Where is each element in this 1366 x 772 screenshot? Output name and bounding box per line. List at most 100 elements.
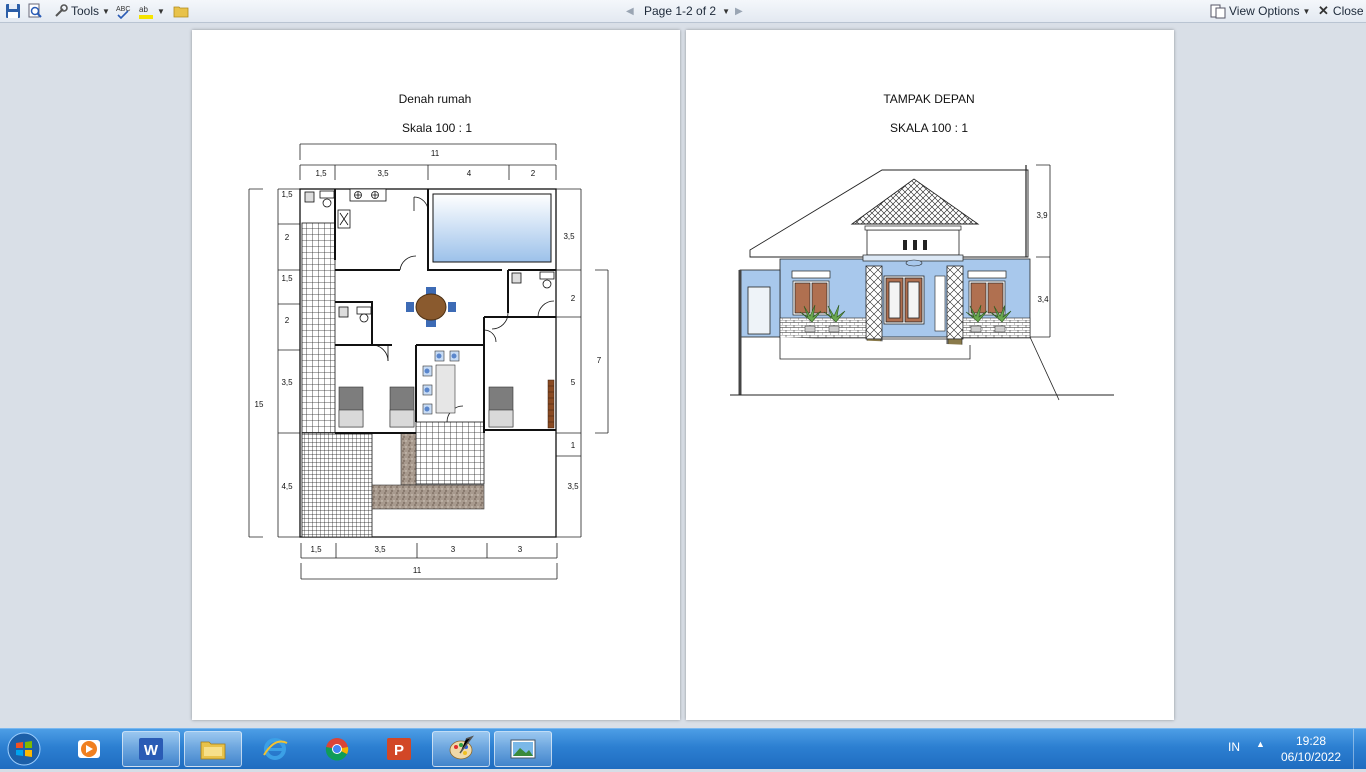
dim-left-4: 2 [285, 316, 290, 325]
dining-table [406, 287, 456, 327]
living-room-set [422, 350, 460, 415]
taskbar-file-explorer[interactable] [184, 731, 242, 767]
photo-viewer-icon [510, 739, 536, 759]
svg-text:ABC: ABC [116, 6, 130, 13]
magnifier-page-icon [28, 3, 42, 18]
right-dimensions [556, 188, 609, 538]
dim-bottom-total: 11 [413, 566, 422, 575]
page-indicator[interactable]: Page 1-2 of 2 ▼ [644, 0, 730, 22]
file-explorer-icon [200, 741, 226, 760]
taskbar-chrome[interactable] [308, 731, 366, 767]
media-player-icon [78, 740, 100, 758]
windows-taskbar: W P [0, 728, 1366, 769]
document-viewport[interactable]: Denah rumah Skala 100 : 1 11 1,5 3,5 4 2… [0, 23, 1366, 728]
dim-right-2: 2 [571, 294, 576, 303]
taskbar-powerpoint[interactable]: P [370, 731, 428, 767]
chrome-icon [325, 738, 349, 761]
close-icon: ✕ [1318, 3, 1329, 18]
dim-top-1: 1,5 [315, 169, 327, 178]
kitchen-counter [337, 188, 387, 229]
chevron-right-icon: ▶ [735, 5, 743, 17]
main-door [883, 275, 925, 325]
comment-button[interactable] [173, 0, 189, 22]
tools-label: Tools [71, 4, 100, 18]
clock-time: 19:28 [1295, 734, 1327, 748]
taskbar-media-player[interactable] [60, 731, 118, 767]
dim-bottom-3: 3 [451, 545, 456, 554]
internet-explorer-icon [263, 738, 288, 760]
porch-steps [779, 337, 971, 360]
taskbar-paint[interactable] [432, 731, 490, 767]
porch-column-left [865, 265, 883, 340]
view-options-label: View Options [1229, 4, 1300, 18]
elevation-scale: SKALA 100 : 1 [890, 121, 968, 135]
taskbar-internet-explorer[interactable] [246, 731, 304, 767]
side-window [934, 275, 946, 332]
previous-page-button[interactable]: ◀ [626, 0, 634, 22]
dim-top-total: 11 [431, 149, 440, 158]
chevron-down-icon: ▼ [1302, 6, 1311, 16]
next-page-button[interactable]: ▶ [735, 0, 743, 22]
elevation-title: TAMPAK DEPAN [883, 92, 974, 106]
interior-walls [334, 189, 556, 434]
brick-base-left [779, 317, 867, 339]
print-preview-button[interactable] [27, 0, 43, 22]
side-path-tiles [301, 222, 336, 434]
left-dimensions [248, 188, 300, 538]
elevation-dimensions [1030, 164, 1051, 338]
plan-title: Denah rumah [399, 92, 472, 106]
clock-date: 06/10/2022 [1280, 750, 1342, 764]
beds [338, 386, 514, 428]
side-door [747, 286, 771, 335]
dim-top-4: 2 [531, 169, 536, 178]
taskbar-word[interactable]: W [122, 731, 180, 767]
dim-left-total: 15 [255, 400, 264, 409]
start-button[interactable] [4, 731, 44, 767]
gable-trim [864, 225, 962, 231]
dim-right-4: 1 [571, 441, 576, 450]
tray-expand-icon[interactable]: ▲ [1256, 739, 1265, 749]
spelling-button[interactable]: ABC [115, 0, 131, 22]
dim-left-5: 3,5 [281, 378, 293, 387]
dim-right-5: 3,5 [567, 482, 579, 491]
chevron-down-icon: ▼ [102, 6, 110, 16]
toilet-fixtures [304, 190, 555, 323]
potted-plants [799, 304, 1012, 333]
top-dimensions [299, 143, 557, 180]
garage-tiles [301, 432, 373, 538]
porch-gable-roof [850, 178, 980, 225]
powerpoint-icon: P [387, 738, 411, 760]
close-label: Close [1332, 4, 1364, 18]
vent-slots [903, 240, 927, 250]
staircase [547, 379, 555, 429]
pool [432, 193, 552, 263]
tools-icon [55, 4, 68, 17]
save-icon [6, 4, 20, 18]
page-indicator-label: Page 1-2 of 2 [644, 4, 717, 18]
dim-bottom-4: 3 [518, 545, 523, 554]
folder-icon [173, 6, 189, 18]
porch-column-right [946, 265, 964, 340]
chevron-down-icon: ▼ [722, 6, 730, 16]
dim-bottom-2: 3,5 [374, 545, 386, 554]
dim-left-2: 2 [285, 233, 290, 242]
bottom-dimensions [300, 543, 558, 580]
view-options-menu[interactable]: View Options ▼ [1210, 0, 1310, 22]
save-button[interactable] [5, 0, 21, 22]
close-button[interactable]: ✕ Close [1318, 0, 1364, 22]
show-desktop-button[interactable] [1353, 729, 1366, 769]
page-1: Denah rumah Skala 100 : 1 11 1,5 3,5 4 2… [192, 30, 680, 720]
chevron-left-icon: ◀ [626, 5, 634, 17]
ground-slope-line [1029, 336, 1060, 401]
terrace-tiles [415, 421, 485, 485]
language-indicator[interactable]: IN [1228, 740, 1240, 754]
gravel-yard [371, 484, 485, 510]
taskbar-photo-viewer[interactable] [494, 731, 552, 767]
tools-menu[interactable]: Tools ▼ [53, 0, 110, 22]
highlighter-icon: ab [139, 5, 153, 19]
spelling-check-icon: ABC [116, 6, 130, 19]
highlight-button[interactable]: ab ▼ [138, 0, 165, 22]
dim-left-3: 1,5 [281, 274, 293, 283]
system-clock[interactable]: 19:28 06/10/2022 [1275, 733, 1347, 765]
gravel-path [400, 432, 417, 486]
